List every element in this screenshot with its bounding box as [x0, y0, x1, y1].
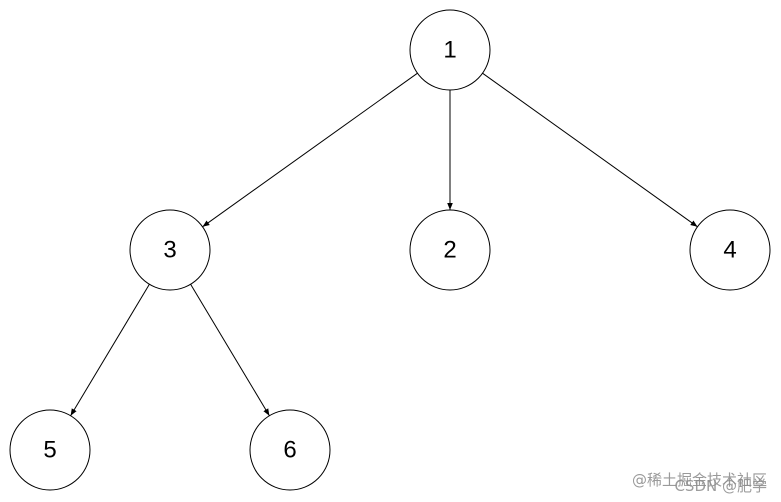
node-5: 5: [9, 409, 91, 491]
node-4: 4: [689, 209, 771, 291]
node-label-4: 4: [723, 237, 736, 264]
watermark: @稀土掘金技术社区 CSDN @肥学: [631, 469, 767, 495]
node-label-2: 2: [443, 237, 456, 264]
edge-1-to-3: [202, 72, 418, 228]
node-3: 3: [129, 209, 211, 291]
node-1: 1: [409, 9, 491, 91]
node-circle-2: [409, 209, 491, 291]
node-circle-5: [9, 409, 91, 491]
node-circle-1: [409, 9, 491, 91]
node-circle-3: [129, 209, 211, 291]
node-2: 2: [409, 209, 491, 291]
node-layer: 1 2 3 4 5 6: [9, 9, 771, 491]
node-label-3: 3: [163, 237, 176, 264]
watermark-line-2: CSDN @肥学: [674, 477, 767, 495]
node-6: 6: [249, 409, 331, 491]
edge-3-to-6: [190, 284, 270, 416]
node-label-5: 5: [43, 437, 56, 464]
node-circle-4: [689, 209, 771, 291]
node-label-1: 1: [443, 37, 456, 64]
edge-3-to-5: [70, 284, 150, 416]
node-circle-6: [249, 409, 331, 491]
watermark-line-1: @稀土掘金技术社区: [631, 471, 767, 489]
edge-layer: [70, 72, 698, 416]
node-label-6: 6: [283, 437, 296, 464]
edge-1-to-4: [482, 72, 698, 228]
